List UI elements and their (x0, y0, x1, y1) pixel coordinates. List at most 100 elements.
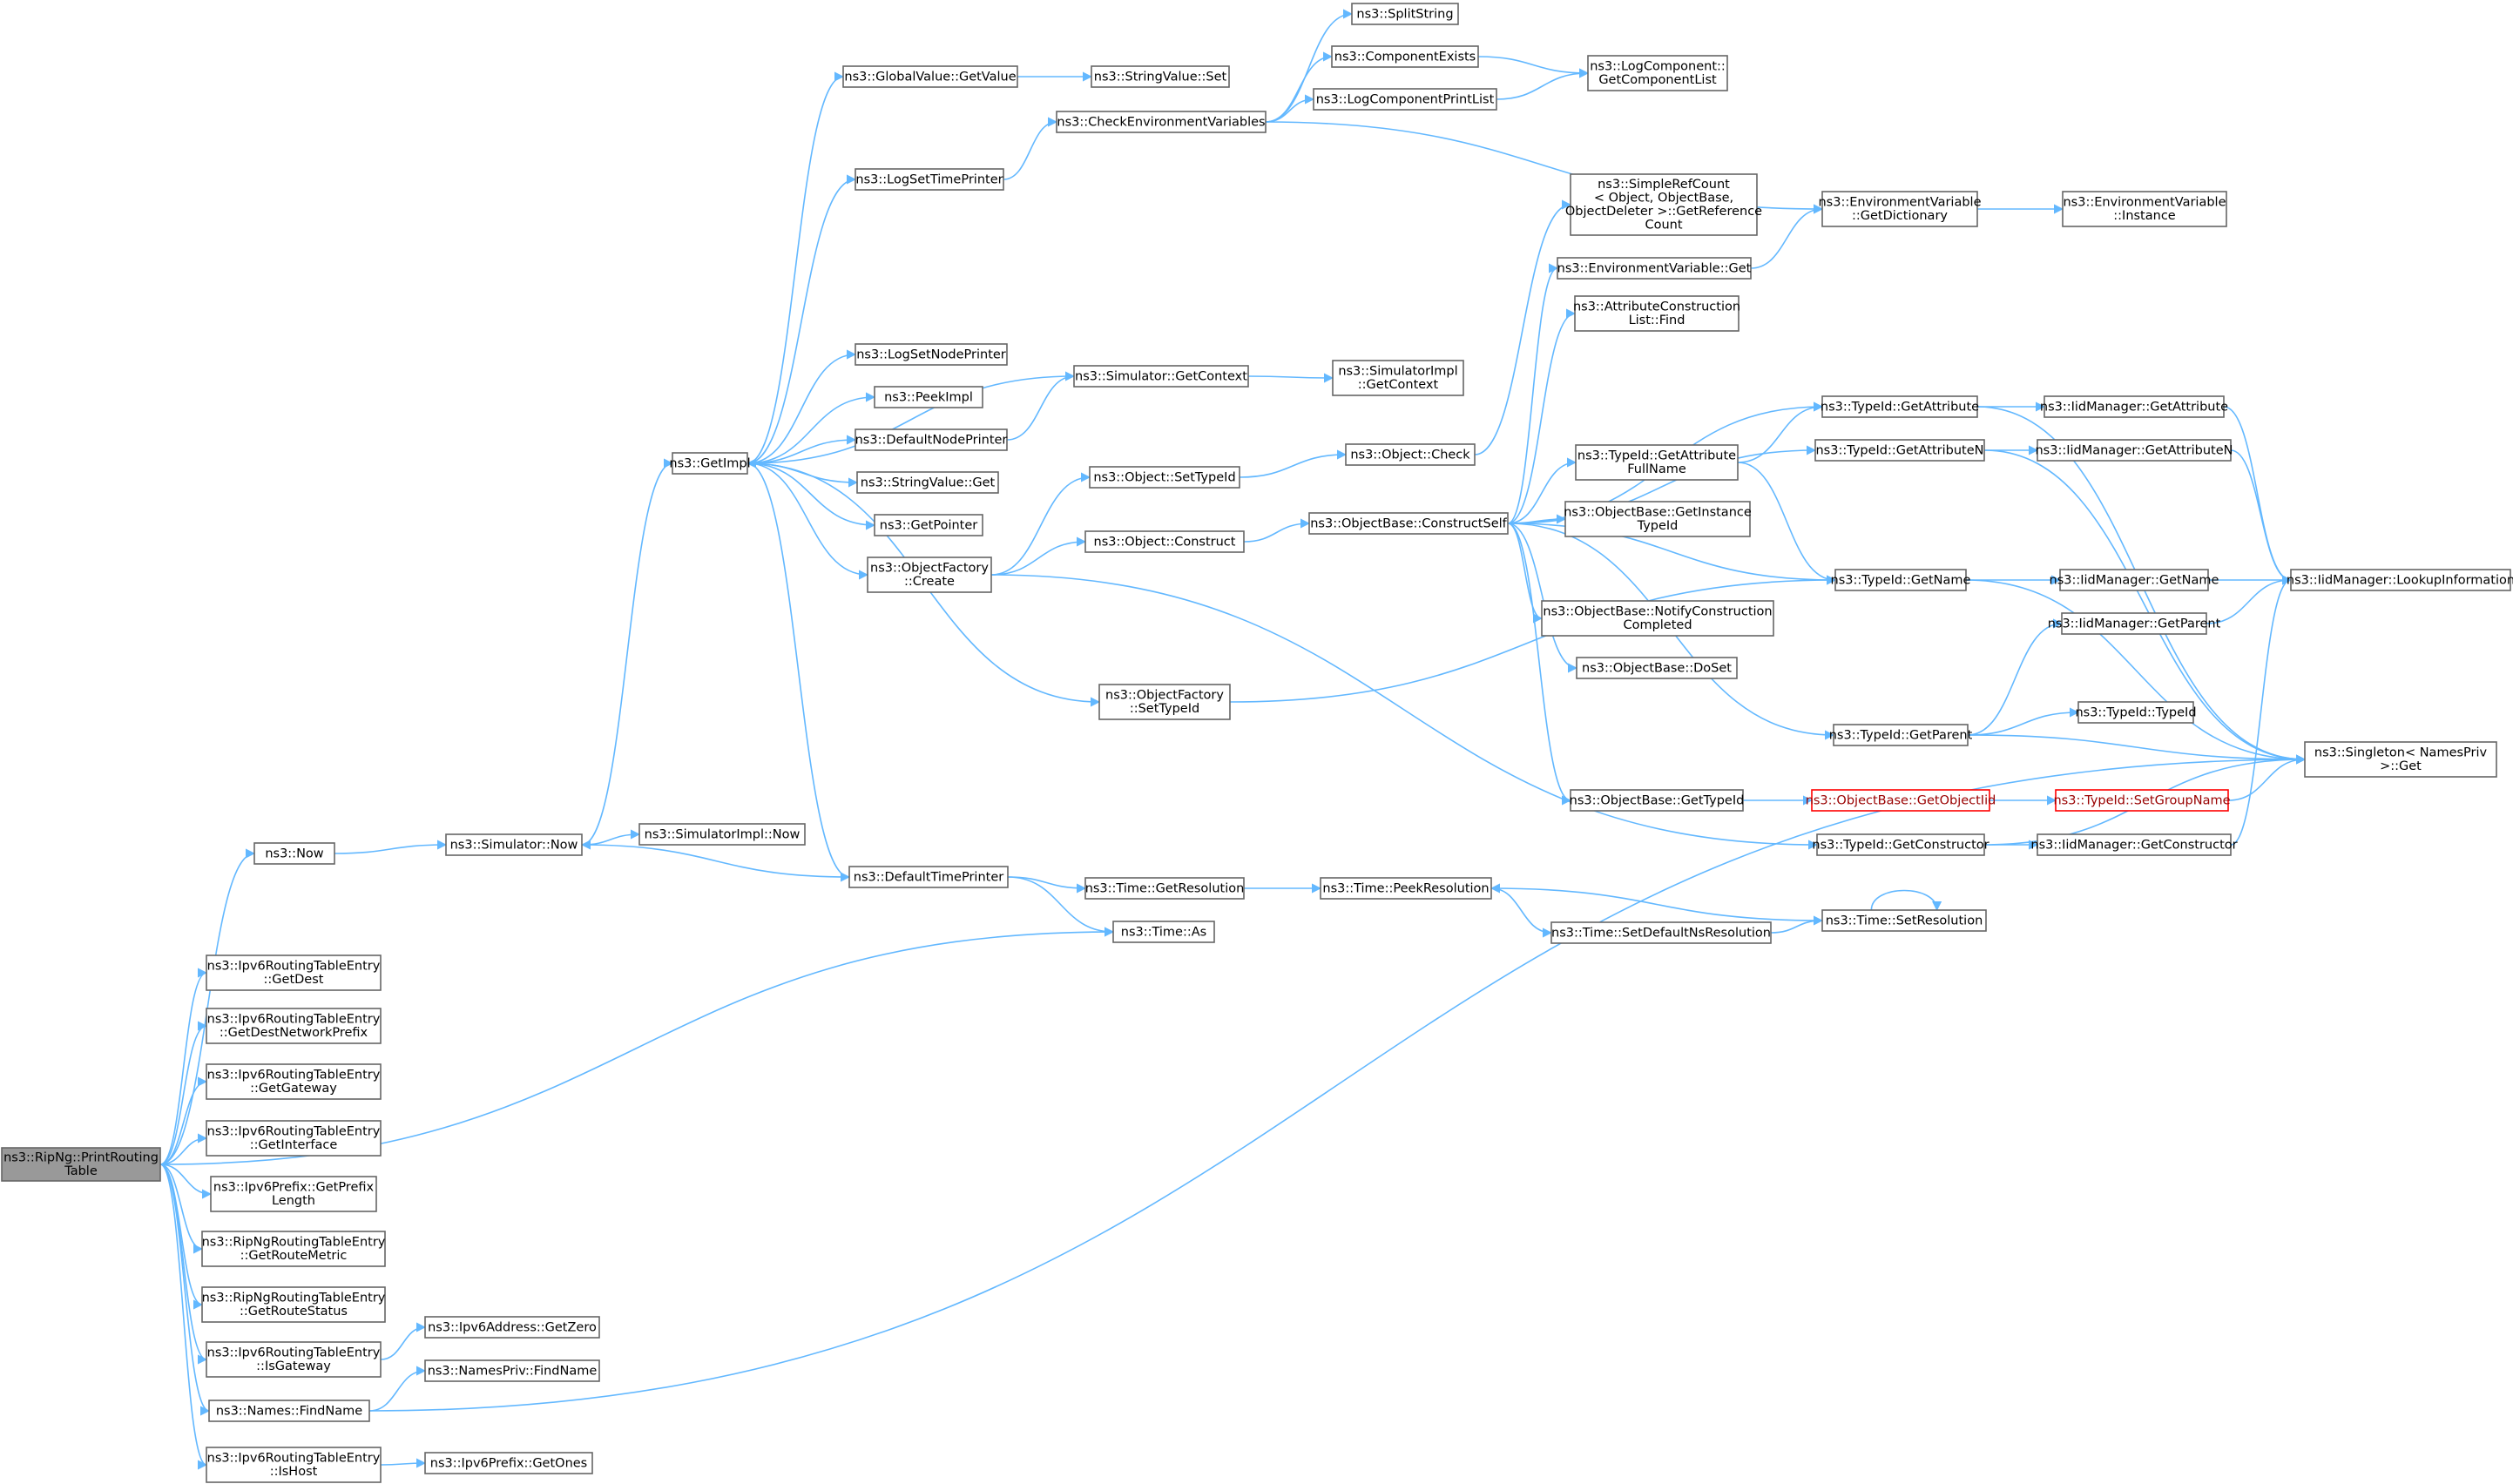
function-node-box (1821, 909, 1987, 932)
function-node[interactable]: ns3::IidManager::LookupInformation (2287, 569, 2513, 591)
function-node[interactable]: ns3::Ipv6Prefix::GetOnes (424, 1452, 593, 1474)
function-node-label: ns3::Time::SetDefaultNsResolution (1551, 926, 1771, 940)
function-node-box (1084, 877, 1245, 900)
function-node[interactable]: ns3::GetPointer (874, 514, 983, 536)
function-node[interactable]: ns3::Time::As (1112, 921, 1215, 943)
function-node-box (1308, 512, 1509, 535)
function-node[interactable]: ns3::CheckEnvironmentVariables (1056, 111, 1267, 133)
function-node-box (1821, 395, 1978, 418)
function-node-label: ns3::IidManager::GetName (2050, 573, 2219, 587)
function-node[interactable]: ns3::Ipv6RoutingTableEntry::IsGateway (206, 1341, 382, 1378)
function-node[interactable]: ns3::ObjectFactory::SetTypeId (1098, 684, 1231, 720)
function-node[interactable]: ns3::Singleton< NamesPriv>::Get (2304, 741, 2497, 778)
function-node[interactable]: ns3::LogSetNodePrinter (855, 343, 1008, 366)
function-node-box (867, 556, 992, 593)
function-node-label: ns3::IidManager::GetAttribute (2040, 400, 2228, 414)
call-edge (1983, 449, 2307, 765)
function-node-box (855, 343, 1008, 366)
function-node[interactable]: ns3::RipNgRoutingTableEntry::GetRouteMet… (201, 1231, 386, 1267)
function-node-label: ns3::ObjectBase::DoSet (1582, 661, 1732, 675)
function-node[interactable]: ns3::TypeId::GetAttribute (1821, 395, 1979, 418)
function-node[interactable]: ns3::IidManager::GetConstructor (2030, 833, 2238, 856)
function-node[interactable]: ns3::TypeId::GetConstructor (1812, 833, 1989, 856)
function-node[interactable]: ns3::SimulatorImpl::Now (638, 823, 806, 846)
function-node[interactable]: ns3::ObjectFactory::Create (867, 556, 992, 593)
function-node[interactable]: ns3::Ipv6RoutingTableEntry::IsHost (206, 1447, 382, 1483)
function-node[interactable]: ns3::IidManager::GetAttributeN (2035, 439, 2233, 462)
function-node[interactable]: ns3::Simulator::GetContext (1073, 365, 1249, 388)
function-node[interactable]: ns3::SplitString (1351, 3, 1459, 25)
function-node-box (201, 1231, 386, 1267)
function-node[interactable]: ns3::Object::SetTypeId (1089, 466, 1240, 489)
function-node[interactable]: ns3::NamesPriv::FindName (424, 1359, 600, 1382)
function-node[interactable]: ns3::GetImpl (669, 452, 751, 475)
call-edge (1474, 199, 1572, 455)
function-node-box (1816, 833, 1985, 856)
function-node[interactable]: ns3::ObjectBase::GetObjectIid (1806, 789, 1996, 812)
function-node-box (1821, 191, 1978, 227)
function-node[interactable]: ns3::Ipv6RoutingTableEntry::GetDest (206, 954, 382, 991)
function-node[interactable]: ns3::PeekImpl (874, 386, 983, 408)
function-node[interactable]: ns3::Simulator::Now (445, 833, 583, 856)
function-node[interactable]: ns3::LogComponentPrintList (1313, 88, 1497, 111)
function-node[interactable]: ns3::ObjectBase::DoSet (1576, 657, 1738, 679)
function-node[interactable]: ns3::EnvironmentVariable::Instance (2062, 191, 2227, 227)
function-node[interactable]: ns3::TypeId::TypeId (2075, 701, 2197, 724)
function-node[interactable]: ns3::ComponentExists (1331, 45, 1479, 68)
function-node[interactable]: ns3::IidManager::GetParent (2048, 612, 2221, 635)
function-node[interactable]: ns3::GlobalValue::GetValue (842, 65, 1018, 88)
function-node[interactable]: ns3::IidManager::GetName (2050, 569, 2219, 591)
function-node[interactable]: ns3::TypeId::GetName (1831, 569, 1971, 591)
function-node[interactable]: ns3::Ipv6Address::GetZero (424, 1316, 600, 1339)
function-node[interactable]: ns3::Time::GetResolution (1084, 877, 1245, 900)
function-node[interactable]: ns3::ObjectBase::GetTypeId (1570, 789, 1745, 812)
function-node[interactable]: ns3::Time::SetResolution (1821, 909, 1987, 932)
function-node[interactable]: ns3::DefaultNodePrinter (855, 428, 1008, 451)
function-node[interactable]: ns3::EnvironmentVariable::Get (1557, 257, 1752, 280)
function-node[interactable]: ns3::Time::SetDefaultNsResolution (1550, 921, 1772, 944)
function-node[interactable]: ns3::SimpleRefCount< Object, ObjectBase,… (1565, 173, 1762, 236)
function-node[interactable]: ns3::RipNgRoutingTableEntry::GetRouteSta… (201, 1286, 386, 1323)
function-node[interactable]: ns3::DefaultTimePrinter (848, 866, 1009, 888)
function-node-box (208, 1400, 370, 1422)
function-node[interactable]: ns3::TypeId::GetParent (1829, 724, 1973, 746)
call-edge (159, 1164, 208, 1470)
function-node-box (1313, 88, 1497, 111)
function-node[interactable]: ns3::Object::Check (1345, 443, 1476, 466)
function-node-box (1814, 439, 1985, 462)
function-node-label: ns3::GetPointer (880, 518, 978, 532)
function-node[interactable]: ns3::Ipv6RoutingTableEntry::GetDestNetwo… (206, 1008, 382, 1044)
function-node[interactable]: ns3::Time::PeekResolution (1320, 877, 1492, 900)
function-node[interactable]: ns3::Now (253, 842, 335, 865)
function-node-box (253, 842, 335, 865)
call-edge (380, 1458, 427, 1468)
function-node[interactable]: ns3::Object::Construct (1084, 530, 1245, 553)
function-node-label: ns3::Ipv6RoutingTableEntry (207, 1346, 381, 1360)
function-node[interactable]: ns3::TypeId::GetAttributeN (1814, 439, 1985, 462)
function-node[interactable]: ns3::ObjectBase::NotifyConstructionCompl… (1541, 600, 1774, 637)
function-node[interactable]: ns3::EnvironmentVariable::GetDictionary (1818, 191, 1982, 227)
function-node[interactable]: ns3::IidManager::GetAttribute (2040, 395, 2228, 418)
function-node[interactable]: ns3::ObjectBase::ConstructSelf (1308, 512, 1509, 535)
function-node-label: ns3::LogComponent:: (1590, 60, 1726, 74)
function-node[interactable]: ns3::Ipv6RoutingTableEntry::GetInterface (206, 1120, 382, 1157)
function-node[interactable]: ns3::Ipv6RoutingTableEntry::GetGateway (206, 1063, 382, 1100)
function-node-label: ns3::Ipv6RoutingTableEntry (207, 1013, 381, 1027)
function-node[interactable]: ns3::SimulatorImpl::GetContext (1332, 360, 1464, 396)
function-node[interactable]: ns3::StringValue::Set (1091, 65, 1230, 88)
function-node[interactable]: ns3::Names::FindName (208, 1400, 370, 1422)
function-node[interactable]: ns3::TypeId::SetGroupName (2053, 789, 2231, 812)
function-node-label: ns3::SplitString (1356, 7, 1453, 21)
function-node[interactable]: ns3::LogComponent::GetComponentList (1587, 55, 1728, 91)
call-edge (1507, 523, 1572, 806)
function-node[interactable]: ns3::LogSetTimePrinter (855, 168, 1004, 191)
function-node[interactable]: ns3::StringValue::Get (856, 471, 999, 494)
call-edge (368, 754, 2307, 1412)
function-node-box (1089, 466, 1240, 489)
function-node-label: List::Find (1629, 314, 1685, 327)
